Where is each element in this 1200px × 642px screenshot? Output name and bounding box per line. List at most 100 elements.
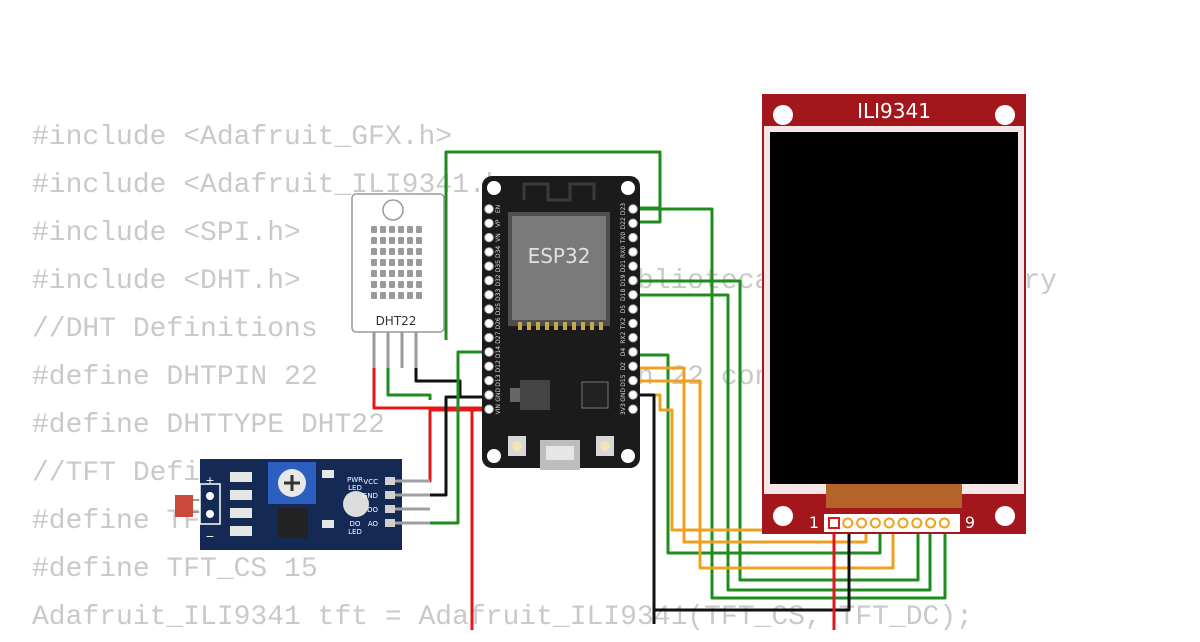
- tft-pin-last-label: 9: [965, 513, 975, 532]
- dht22-vent-slot: [416, 259, 422, 266]
- esp32-pin[interactable]: [484, 333, 494, 343]
- esp32-pin-label: VIN: [495, 404, 502, 414]
- dht22-vent-slot: [380, 226, 386, 233]
- tft-label: ILI9341: [857, 99, 931, 123]
- dht22-vent-slot: [371, 270, 377, 277]
- esp32-pin[interactable]: [484, 261, 494, 271]
- dht22-vent-slot: [389, 259, 395, 266]
- tft-pin[interactable]: [842, 517, 854, 529]
- esp32-pin[interactable]: [628, 204, 638, 214]
- dht22-vent-slot: [380, 248, 386, 255]
- esp32-pin-label: D25: [495, 303, 502, 315]
- dht22-vent-slot: [398, 226, 404, 233]
- wire-green: [386, 368, 432, 400]
- esp32-pin-label: D19: [620, 274, 627, 286]
- tft-display[interactable]: ILI9341 1 9: [762, 94, 1026, 534]
- esp32-pin-label: RX2: [620, 331, 627, 343]
- esp32-pin[interactable]: [484, 275, 494, 286]
- dht22-vent-slot: [371, 248, 377, 255]
- module-pad: [572, 322, 576, 330]
- code-line: #include <Adafruit_ILI9341.h>: [32, 170, 520, 201]
- esp32-module-pins: [518, 322, 603, 330]
- esp32-pin[interactable]: [484, 218, 494, 229]
- dht22-vent-slot: [389, 270, 395, 277]
- esp32-pin[interactable]: [484, 390, 494, 400]
- esp32-pin[interactable]: [484, 290, 494, 300]
- esp32-pin-label: D26: [495, 317, 502, 329]
- esp32-pin[interactable]: [628, 361, 638, 371]
- esp32-pin[interactable]: [628, 404, 638, 414]
- esp32-pin[interactable]: [628, 304, 638, 314]
- dht22-vent-slot: [416, 226, 422, 233]
- esp32-pin[interactable]: [484, 347, 494, 357]
- ldr-pin[interactable]: [385, 519, 395, 527]
- dht22-label: DHT22: [376, 314, 417, 328]
- code-background: #include <Adafruit_GFX.h>#include <Adafr…: [32, 114, 1057, 642]
- dht22-vent-slot: [371, 281, 377, 288]
- dht22-vent-slot: [398, 292, 404, 299]
- esp32-pin[interactable]: [628, 275, 638, 286]
- ldr-pin-label: DO: [367, 506, 378, 514]
- wire-black: [634, 393, 656, 624]
- dht22-sensor[interactable]: DHT22: [351, 193, 445, 368]
- tft-pin[interactable]: [828, 517, 840, 529]
- dht22-vent-slot: [389, 292, 395, 299]
- esp32-pin[interactable]: [484, 247, 494, 257]
- esp32-pin[interactable]: [628, 318, 638, 329]
- ldr-pin[interactable]: [385, 505, 395, 513]
- esp32-pin-label: D13: [495, 374, 502, 386]
- dht22-vent-slot: [407, 281, 413, 288]
- esp32-pin-label: D35: [495, 260, 502, 272]
- wire-green: [634, 279, 920, 582]
- ldr-pin[interactable]: [385, 477, 395, 485]
- tft-pin[interactable]: [897, 517, 909, 529]
- esp32-pin[interactable]: [484, 204, 494, 214]
- esp32-pin[interactable]: [484, 232, 494, 243]
- esp32-pin[interactable]: [628, 247, 638, 257]
- esp32-pin[interactable]: [628, 218, 638, 229]
- esp32-pin-label: RX0: [620, 246, 627, 258]
- esp32-pin[interactable]: [628, 375, 638, 386]
- esp32-pin[interactable]: [628, 290, 638, 300]
- esp32-pin[interactable]: [484, 375, 494, 386]
- dht22-vent-slot: [380, 259, 386, 266]
- tft-pin[interactable]: [856, 517, 868, 529]
- code-line: Adafruit_ILI9341 tft = Adafruit_ILI9341(…: [32, 602, 973, 633]
- tft-pin[interactable]: [883, 517, 895, 529]
- esp32-pin[interactable]: [484, 404, 494, 414]
- esp32-board[interactable]: ESP32 ENVPVND34D35D32D33D25D26D27D14D12D…: [482, 176, 640, 470]
- esp32-pin[interactable]: [628, 347, 638, 357]
- dht22-vent-slot: [398, 270, 404, 277]
- esp32-pin[interactable]: [484, 361, 494, 371]
- dht22-vent-slot: [371, 237, 377, 244]
- esp32-pin[interactable]: [628, 333, 638, 343]
- ldr-pin-label: VCC: [363, 478, 378, 486]
- esp32-pin[interactable]: [628, 232, 638, 243]
- esp32-pin-label: D22: [620, 217, 627, 229]
- esp32-pin[interactable]: [484, 304, 494, 314]
- module-pad: [518, 322, 522, 330]
- esp32-pin-label: D23: [620, 203, 627, 215]
- esp32-pin[interactable]: [628, 390, 638, 400]
- wire-orange: [634, 366, 868, 544]
- dht22-vent-slot: [380, 281, 386, 288]
- tft-pin[interactable]: [925, 517, 937, 529]
- tft-pin[interactable]: [938, 517, 950, 529]
- esp32-pin[interactable]: [484, 318, 494, 329]
- wire-green: [398, 350, 488, 525]
- dht22-vent-slot: [380, 270, 386, 277]
- esp32-pin[interactable]: [628, 261, 638, 271]
- esp32-pin-label: VP: [495, 219, 502, 227]
- dht22-vent-slot: [380, 237, 386, 244]
- code-line: #define TFT_CS 15: [32, 554, 318, 585]
- dht22-vent-slot: [407, 292, 413, 299]
- ldr-pin[interactable]: [385, 491, 395, 499]
- dht22-vent-slot: [398, 259, 404, 266]
- tft-pin[interactable]: [869, 517, 881, 529]
- tft-pin[interactable]: [911, 517, 923, 529]
- module-pad: [590, 322, 594, 330]
